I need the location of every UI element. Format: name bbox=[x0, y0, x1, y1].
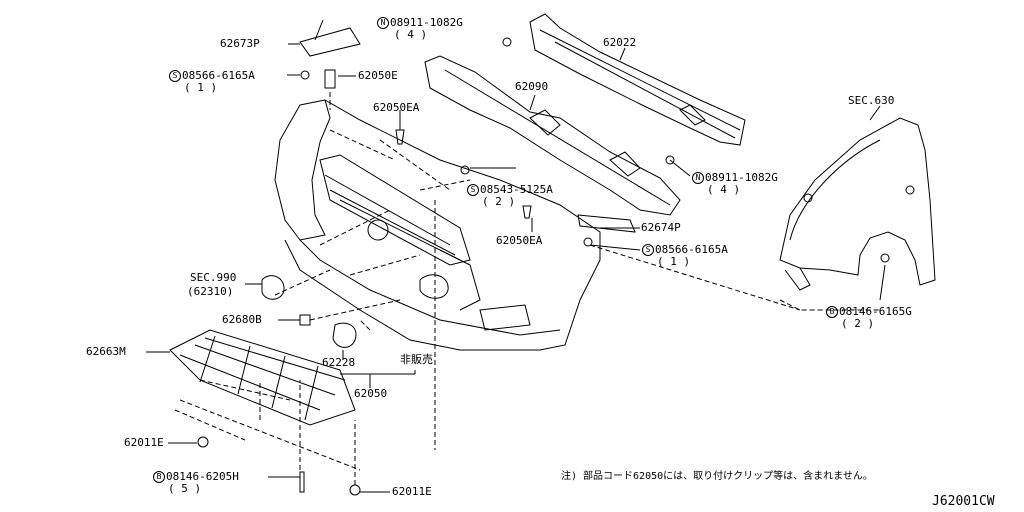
label-sec630: SEC.630 bbox=[848, 94, 895, 107]
part-number: 08911-1082G bbox=[705, 171, 778, 184]
part-number: 08146-6205H bbox=[166, 470, 239, 483]
n-symbol: N bbox=[377, 17, 389, 29]
qty-08543: ( 2 ) bbox=[482, 195, 516, 208]
s-symbol: S bbox=[642, 244, 654, 256]
fender bbox=[779, 117, 936, 291]
label-62022: 62022 bbox=[603, 36, 637, 49]
part-number: 08543-5125A bbox=[480, 183, 553, 196]
under-cover bbox=[169, 329, 356, 426]
label-62674P: 62674P bbox=[641, 221, 681, 234]
energy-absorber bbox=[424, 55, 681, 216]
label-62673P: 62673P bbox=[220, 37, 260, 50]
qty-08566-mid: ( 1 ) bbox=[657, 255, 691, 268]
qty-08911-top: ( 4 ) bbox=[394, 28, 428, 41]
label-62011E-bottom: 62011E bbox=[392, 485, 432, 498]
s-symbol: S bbox=[467, 184, 479, 196]
qty-08146-6165G: ( 2 ) bbox=[841, 317, 875, 330]
part-number: 08911-1082G bbox=[390, 16, 463, 29]
qty-08566-top: ( 1 ) bbox=[184, 81, 218, 94]
b-symbol: B bbox=[826, 306, 838, 318]
part-number: 08566-6165A bbox=[182, 69, 255, 82]
label-62310: (62310) bbox=[187, 285, 234, 298]
label-62050EA-top: 62050EA bbox=[373, 101, 420, 114]
label-62050EA-mid: 62050EA bbox=[496, 234, 543, 247]
n-symbol: N bbox=[692, 172, 704, 184]
label-62680B: 62680B bbox=[222, 313, 262, 326]
dashed-guides bbox=[174, 92, 880, 485]
footnote: 注) 部品コード62050には、取り付けクリップ等は、含まれません。 bbox=[561, 471, 873, 482]
part-number: 08566-6165A bbox=[655, 243, 728, 256]
qty-08146-6205H: ( 5 ) bbox=[168, 482, 202, 495]
label-62050E: 62050E bbox=[358, 69, 398, 82]
diagram-code: J62001CW bbox=[932, 494, 995, 509]
label-sec990: SEC.990 bbox=[190, 271, 237, 284]
label-62050: 62050 bbox=[354, 387, 388, 400]
b-symbol: B bbox=[153, 471, 165, 483]
s-symbol: S bbox=[169, 70, 181, 82]
label-not-for-sale: 非販売 bbox=[400, 353, 433, 366]
bumper-reinforcement bbox=[529, 13, 746, 146]
leader-lines bbox=[146, 19, 886, 493]
front-bumper-fascia bbox=[274, 99, 601, 351]
part-number: 08146-6165G bbox=[839, 305, 912, 318]
label-62228: 62228 bbox=[322, 356, 356, 369]
qty-08911-right: ( 4 ) bbox=[707, 183, 741, 196]
label-62663M: 62663M bbox=[86, 345, 126, 358]
small-parts bbox=[197, 27, 890, 496]
label-62090: 62090 bbox=[515, 80, 549, 93]
label-62011E-left: 62011E bbox=[124, 436, 164, 449]
